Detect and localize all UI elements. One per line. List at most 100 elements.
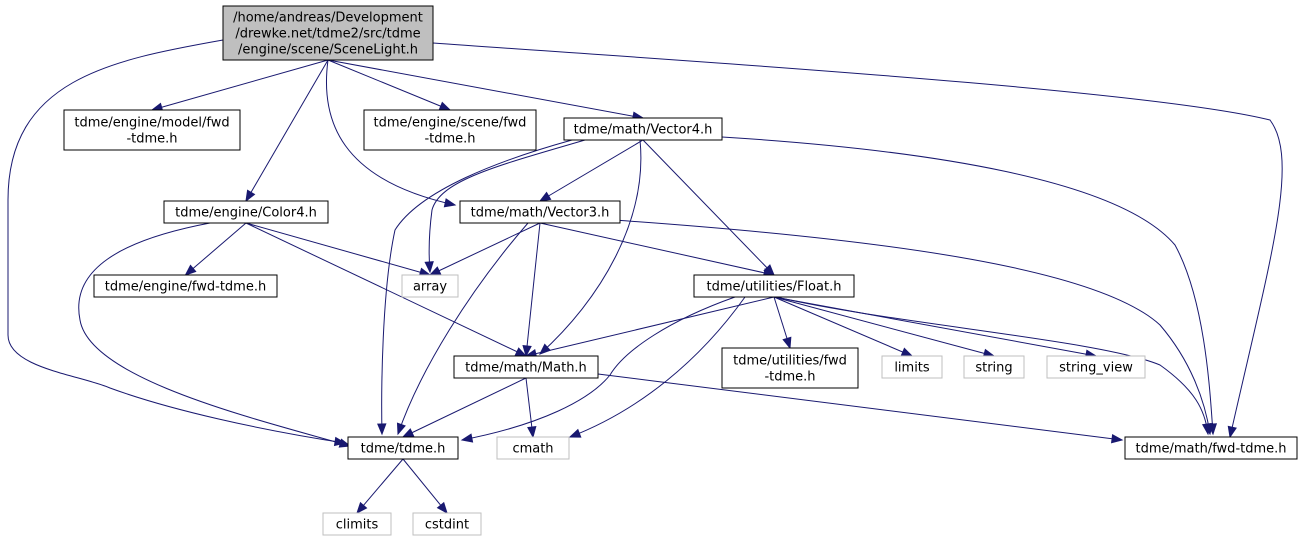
- edge-arrowhead: [396, 422, 406, 436]
- node-label-line: tdme/engine/scene/fwd: [374, 116, 527, 131]
- edge-arrowhead: [443, 198, 457, 208]
- node-label-line: cmath: [512, 442, 553, 457]
- node-float[interactable]: tdme/utilities/Float.h: [693, 274, 855, 298]
- node-cmath: cmath: [496, 436, 570, 460]
- edge-vector4-to-math: [539, 139, 642, 355]
- node-vector3[interactable]: tdme/math/Vector3.h: [459, 200, 621, 224]
- node-label-line: -tdme.h: [424, 132, 475, 147]
- node-box: [63, 109, 241, 151]
- edge-float-to-tdme: [460, 296, 736, 443]
- edge-math-to-cmath: [525, 377, 537, 439]
- edge-line: [245, 222, 431, 276]
- edge-arrowhead: [527, 426, 537, 439]
- node-label-line: -tdme.h: [764, 370, 815, 385]
- edge-arrowhead: [377, 423, 387, 436]
- node-box: [1046, 355, 1146, 379]
- edge-line: [775, 296, 1209, 435]
- edge-line: [597, 373, 1123, 441]
- edge-arrowhead: [438, 101, 452, 111]
- node-util_fwd[interactable]: tdme/utilities/fwd-tdme.h: [721, 347, 859, 389]
- edge-tdme-to-cstdint: [402, 458, 448, 515]
- node-box: [412, 512, 482, 536]
- edge-scenelight-to-math_fwd: [432, 42, 1283, 439]
- edge-line: [245, 222, 527, 357]
- node-label-line: tdme/utilities/fwd: [733, 354, 847, 369]
- edge-line: [539, 222, 775, 276]
- edge-line: [7, 39, 346, 444]
- edge-arrowhead: [522, 345, 532, 358]
- edge-line: [432, 42, 1283, 438]
- node-math_fwd[interactable]: tdme/math/fwd-tdme.h: [1124, 436, 1298, 460]
- edge-vector3-to-math: [522, 222, 541, 358]
- edge-arrowhead: [424, 261, 434, 274]
- node-scenelight: /home/andreas/Development/drewke.net/tdm…: [222, 5, 434, 61]
- edge-line: [539, 139, 644, 202]
- node-label-line: /home/andreas/Development: [233, 11, 423, 26]
- edge-math-to-tdme: [401, 377, 527, 438]
- node-engine_fwd[interactable]: tdme/engine/fwd-tdme.h: [93, 274, 278, 298]
- edge-line: [78, 222, 351, 447]
- node-box: [881, 355, 943, 379]
- node-label-line: tdme/utilities/Float.h: [707, 280, 842, 295]
- node-limits: limits: [881, 355, 943, 379]
- node-box: [453, 355, 599, 379]
- node-box: [693, 274, 855, 298]
- edge-arrowhead: [1110, 433, 1124, 444]
- node-box: [347, 436, 459, 460]
- node-scene_fwd[interactable]: tdme/engine/scene/fwd-tdme.h: [363, 109, 537, 151]
- node-color4[interactable]: tdme/engine/Color4.h: [163, 200, 329, 224]
- node-box: [401, 274, 459, 298]
- node-string: string: [963, 355, 1025, 379]
- edge-float-to-util_fwd: [773, 296, 792, 350]
- edge-line: [642, 139, 775, 276]
- edge-scenelight-to-color4: [245, 59, 329, 203]
- edge-arrowhead: [184, 264, 197, 276]
- node-label-line: string_view: [1059, 361, 1133, 376]
- node-box: [93, 274, 278, 298]
- edge-line: [461, 296, 736, 441]
- edge-arrowhead: [245, 189, 256, 203]
- node-label-line: climits: [336, 518, 379, 533]
- node-box: [963, 355, 1025, 379]
- edge-line: [525, 296, 775, 357]
- edge-math-to-math_fwd: [597, 373, 1124, 444]
- edge-arrowhead: [538, 191, 552, 202]
- node-tdme[interactable]: tdme/tdme.h: [347, 436, 459, 460]
- edge-line: [327, 59, 644, 119]
- node-math[interactable]: tdme/math/Math.h: [453, 355, 599, 379]
- edge-arrowhead: [436, 501, 448, 515]
- edge-vector4-to-vector3: [538, 139, 644, 202]
- edge-arrowhead: [900, 347, 914, 357]
- node-box: [363, 109, 537, 151]
- edge-line: [327, 59, 451, 111]
- edge-scenelight-to-scene_fwd: [327, 59, 452, 111]
- edge-tdme-to-climits: [356, 458, 404, 515]
- node-vector4[interactable]: tdme/math/Vector4.h: [563, 117, 723, 141]
- edge-arrowhead: [568, 428, 582, 438]
- node-label-line: tdme/engine/Color4.h: [175, 206, 317, 221]
- edge-color4-to-engine_fwd: [184, 222, 247, 276]
- edge-color4-to-array: [245, 222, 432, 277]
- edge-line: [402, 377, 527, 438]
- edge-scenelight-to-model_fwd: [150, 59, 329, 112]
- edge-color4-to-tdme: [78, 222, 352, 448]
- edge-color4-to-math: [245, 222, 528, 357]
- node-model_fwd[interactable]: tdme/engine/model/fwd-tdme.h: [63, 109, 241, 151]
- edge-arrowhead: [338, 438, 352, 448]
- edge-arrowhead: [1201, 422, 1212, 436]
- edge-line: [721, 136, 1214, 435]
- edge-line: [245, 59, 329, 202]
- node-label-line: array: [413, 280, 447, 295]
- edge-float-to-math_fwd: [775, 296, 1212, 436]
- dependency-edges: [7, 39, 1283, 515]
- node-box: [496, 436, 570, 460]
- edge-line: [325, 59, 456, 206]
- node-box: [163, 200, 329, 224]
- edge-arrowhead: [356, 501, 368, 515]
- edge-line: [773, 296, 995, 357]
- node-label-line: /engine/scene/SceneLight.h: [238, 43, 418, 58]
- file-nodes: /home/andreas/Development/drewke.net/tdm…: [63, 5, 1298, 536]
- node-box: [563, 117, 723, 141]
- node-box: [459, 200, 621, 224]
